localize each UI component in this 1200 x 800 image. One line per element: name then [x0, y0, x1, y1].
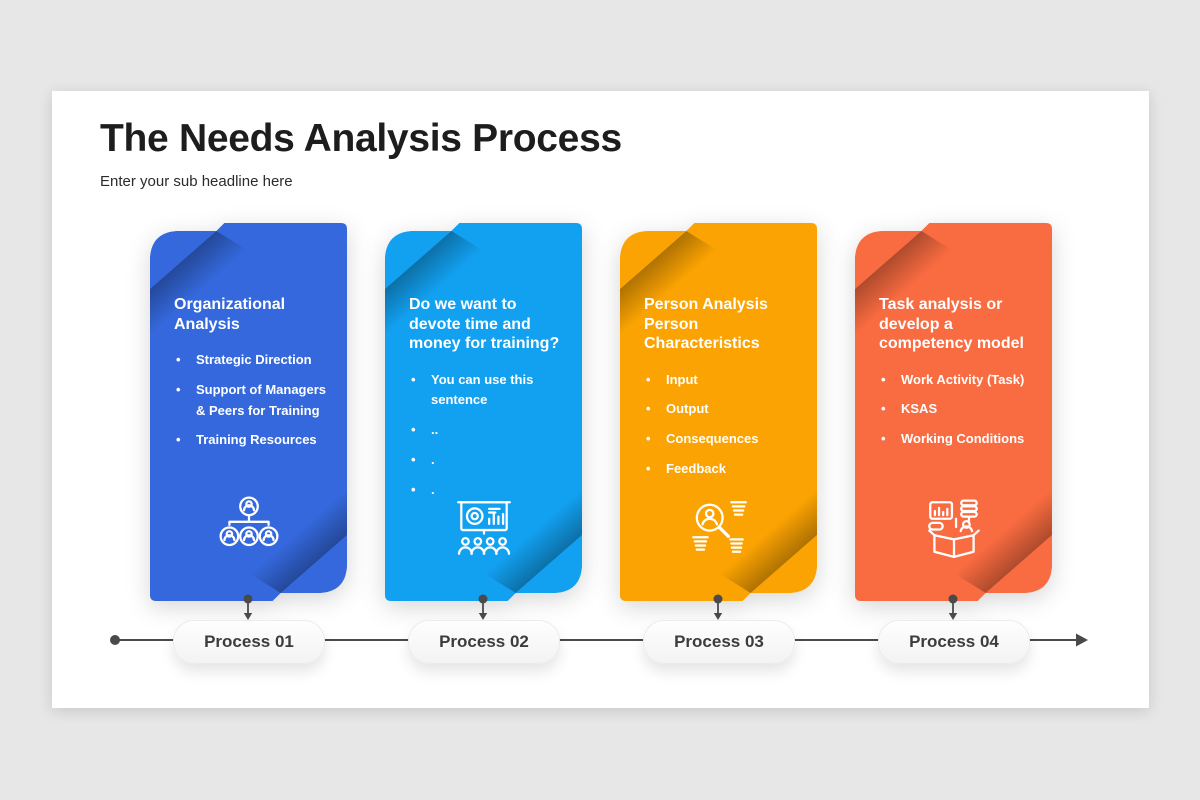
card-title: Person Analysis Person Characteristics	[644, 296, 768, 353]
card-bullet-list: Strategic Direction Support of Managers …	[174, 350, 331, 451]
process-card-1: Organizational Analysis Strategic Direct…	[150, 223, 347, 601]
bullet-item: You can use this sentence	[409, 370, 566, 412]
card-bullet-list: Input Output Consequences Feedback	[644, 370, 801, 480]
card-content: Task analysis or develop a competency mo…	[879, 295, 1036, 459]
person-search-icon	[691, 501, 747, 553]
bullet-item: Working Conditions	[879, 429, 1036, 450]
card-content: Do we want to devote time and money for …	[409, 295, 566, 510]
bullet-item: Consequences	[644, 429, 801, 450]
timeline-start-dot	[110, 635, 120, 645]
card-title: Task analysis or develop a competency mo…	[879, 296, 1024, 353]
bullet-item: Work Activity (Task)	[879, 370, 1036, 391]
card-content: Person Analysis Person Characteristics I…	[644, 295, 801, 489]
process-step-3-pill: Process 03	[643, 620, 795, 664]
bullet-item: .	[409, 480, 566, 501]
bullet-item: ..	[409, 420, 566, 441]
card-title: Do we want to devote time and money for …	[409, 296, 560, 353]
presentation-audience-icon	[456, 501, 511, 555]
bullet-item: Feedback	[644, 459, 801, 480]
process-step-2-pill: Process 02	[408, 620, 560, 664]
bullet-item: Strategic Direction	[174, 350, 331, 371]
process-card-4: Task analysis or develop a competency mo…	[855, 223, 1052, 601]
card-title: Organizational Analysis	[174, 296, 286, 333]
process-card-2: Do we want to devote time and money for …	[385, 223, 582, 601]
connector-arrow	[948, 594, 958, 620]
timeline-arrowhead-icon	[1076, 633, 1088, 647]
page-title: The Needs Analysis Process	[100, 117, 622, 160]
bullet-item: Input	[644, 370, 801, 391]
process-card-3: Person Analysis Person Characteristics I…	[620, 223, 817, 601]
card-bullet-list: Work Activity (Task) KSAS Working Condit…	[879, 370, 1036, 450]
process-step-4-pill: Process 04	[878, 620, 1030, 664]
process-step-1-pill: Process 01	[173, 620, 325, 664]
task-box-icon	[927, 499, 980, 559]
card-bullet-list: You can use this sentence .. . .	[409, 370, 566, 501]
connector-arrow	[478, 594, 488, 620]
card-content: Organizational Analysis Strategic Direct…	[174, 295, 331, 460]
connector-arrow	[713, 594, 723, 620]
org-chart-icon	[219, 496, 278, 547]
bullet-item: Support of Managers & Peers for Training	[174, 380, 331, 422]
page-subtitle: Enter your sub headline here	[100, 173, 293, 190]
connector-arrow	[243, 594, 253, 620]
bullet-item: KSAS	[879, 399, 1036, 420]
bullet-item: Output	[644, 399, 801, 420]
slide-canvas: The Needs Analysis Process Enter your su…	[52, 91, 1149, 708]
bullet-item: .	[409, 450, 566, 471]
bullet-item: Training Resources	[174, 430, 331, 451]
